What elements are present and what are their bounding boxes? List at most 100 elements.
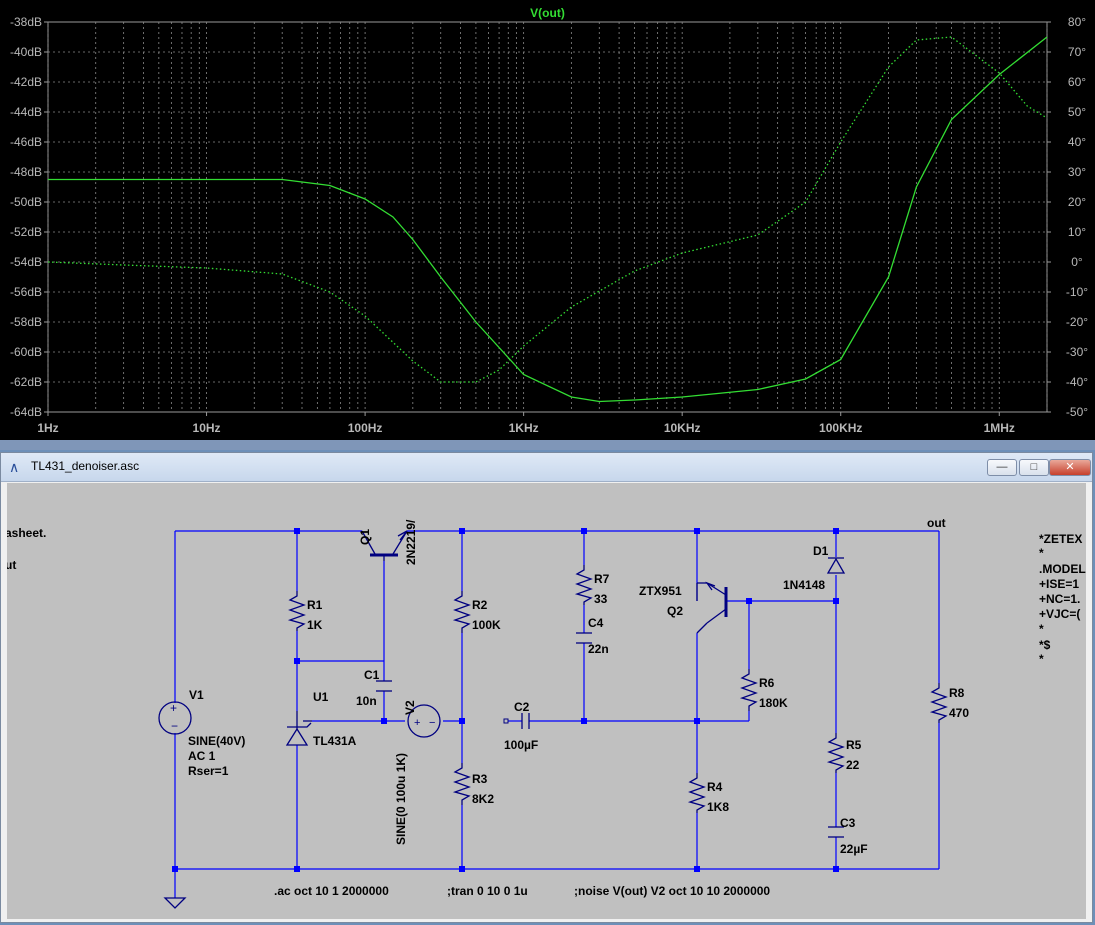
shunt-regulator-u1[interactable] xyxy=(285,711,312,746)
plot-frame xyxy=(47,21,1048,413)
left-axis-tick-label: -56dB xyxy=(10,285,42,299)
x-axis-tick-label: 1Hz xyxy=(37,421,58,435)
schematic-app-icon: ∧ xyxy=(9,459,20,475)
c3-value: 22µF xyxy=(840,842,868,856)
close-button[interactable]: ✕ xyxy=(1049,459,1091,476)
left-axis-tick-label: -46dB xyxy=(10,135,42,149)
left-axis-tick-label: -54dB xyxy=(10,255,42,269)
r3-label: R3 xyxy=(472,772,488,786)
voltage-source-v2[interactable]: + − xyxy=(407,704,441,738)
right-axis-tick-label: -30° xyxy=(1066,345,1088,359)
pane-divider[interactable] xyxy=(0,440,1095,450)
resistor-r7[interactable] xyxy=(574,565,593,605)
svg-text:+: + xyxy=(170,701,177,715)
right-axis-tick-label: 60° xyxy=(1068,75,1086,89)
x-axis-tick-label: 100KHz xyxy=(819,421,862,435)
r8-label: R8 xyxy=(949,686,965,700)
junctions xyxy=(172,528,839,872)
model-text-line-3: .MODEL xyxy=(1039,562,1086,576)
r6-label: R6 xyxy=(759,676,775,690)
diode-d1[interactable] xyxy=(826,557,846,574)
v1-value-1: SINE(40V) xyxy=(188,734,245,748)
model-text-line-2: * xyxy=(1039,546,1044,560)
r2-label: R2 xyxy=(472,598,488,612)
x-axis-tick-label: 10KHz xyxy=(664,421,701,435)
left-axis-tick-label: -38dB xyxy=(10,15,42,29)
right-axis-tick-label: 30° xyxy=(1068,165,1086,179)
left-axis-tick-label: -48dB xyxy=(10,165,42,179)
right-axis-tick-label: 80° xyxy=(1068,15,1086,29)
maximize-button[interactable]: □ xyxy=(1019,459,1049,476)
model-text-line-8: *$ xyxy=(1039,638,1051,652)
resistor-r5[interactable] xyxy=(826,733,845,773)
schematic-window[interactable]: ∧ TL431_denoiser.asc — □ ✕ xyxy=(0,452,1093,923)
u1-model: TL431A xyxy=(313,734,357,748)
right-axis-tick-label: 40° xyxy=(1068,135,1086,149)
c3-label: C3 xyxy=(840,816,856,830)
r5-value: 22 xyxy=(846,758,860,772)
waveform-plot[interactable]: -38dB-40dB-42dB-44dB-46dB-48dB-50dB-52dB… xyxy=(0,0,1095,440)
left-axis-tick-label: -40dB xyxy=(10,45,42,59)
left-axis-tick-label: -44dB xyxy=(10,105,42,119)
resistor-r2[interactable] xyxy=(452,591,471,633)
ground-icon[interactable] xyxy=(163,897,187,909)
trace-label: V(out) xyxy=(530,6,565,20)
minimize-button[interactable]: — xyxy=(987,459,1017,476)
spice-directive-ac[interactable]: .ac oct 10 1 2000000 xyxy=(274,884,389,898)
window-title: TL431_denoiser.asc xyxy=(31,459,140,473)
r1-label: R1 xyxy=(307,598,323,612)
right-axis-tick-label: 50° xyxy=(1068,105,1086,119)
q1-model: 2N2219/ xyxy=(404,519,418,565)
capacitor-c1[interactable] xyxy=(376,680,392,692)
v2-value: SINE(0 100u 1K) xyxy=(394,753,408,845)
r1-value: 1K xyxy=(307,618,323,632)
schematic-titlebar[interactable]: ∧ TL431_denoiser.asc — □ ✕ xyxy=(1,453,1092,482)
c2-value: 100µF xyxy=(504,738,538,752)
model-text-line-4: +ISE=1 xyxy=(1039,577,1079,591)
resistor-r8[interactable] xyxy=(929,683,948,723)
model-text-line-5: +NC=1. xyxy=(1039,592,1080,606)
schematic-canvas[interactable]: + − + − xyxy=(7,483,1086,919)
d1-model: 1N4148 xyxy=(783,578,825,592)
capacitor-c4[interactable] xyxy=(576,632,592,644)
v1-value-2: AC 1 xyxy=(188,749,216,763)
left-axis-tick-label: -50dB xyxy=(10,195,42,209)
wires xyxy=(174,530,940,898)
r8-value: 470 xyxy=(949,706,969,720)
r6-value: 180K xyxy=(759,696,788,710)
schematic-drawing[interactable]: + − + − xyxy=(7,483,1086,919)
voltage-source-v1[interactable]: + − xyxy=(158,701,192,735)
resistor-r6[interactable] xyxy=(739,669,758,711)
right-axis-tick-label: 0° xyxy=(1071,255,1083,269)
transistor-q1[interactable] xyxy=(361,530,408,561)
model-text-line-9: * xyxy=(1039,652,1044,666)
right-axis-tick-label: -10° xyxy=(1066,285,1088,299)
u1-label: U1 xyxy=(313,690,329,704)
x-axis-tick-label: 1MHz xyxy=(984,421,1015,435)
right-axis-tick-label: 10° xyxy=(1068,225,1086,239)
q1-label: Q1 xyxy=(358,529,372,545)
capacitor-c2[interactable] xyxy=(503,713,530,729)
x-axis-tick-label: 100Hz xyxy=(348,421,383,435)
resistor-r1[interactable] xyxy=(287,591,306,631)
svg-text:−: − xyxy=(171,719,178,733)
spice-comment-noise[interactable]: ;noise V(out) V2 oct 10 10 2000000 xyxy=(574,884,770,898)
r2-value: 100K xyxy=(472,618,501,632)
magnitude-trace xyxy=(48,36,1048,403)
r4-value: 1K8 xyxy=(707,800,729,814)
r3-value: 8K2 xyxy=(472,792,494,806)
c4-label: C4 xyxy=(588,616,604,630)
r7-label: R7 xyxy=(594,572,610,586)
capacitor-c3[interactable] xyxy=(828,826,844,838)
transistor-q2[interactable] xyxy=(696,581,728,634)
resistor-r3[interactable] xyxy=(452,763,471,805)
resistor-r4[interactable] xyxy=(687,773,706,813)
c2-label: C2 xyxy=(514,700,530,714)
spice-comment-tran[interactable]: ;tran 0 10 0 1u xyxy=(447,884,528,898)
v2-label: V2 xyxy=(403,700,417,715)
svg-text:+: + xyxy=(414,717,420,729)
right-axis-tick-label: -50° xyxy=(1066,405,1088,419)
d1-label: D1 xyxy=(813,544,829,558)
waveform-plot-pane[interactable]: -38dB-40dB-42dB-44dB-46dB-48dB-50dB-52dB… xyxy=(0,0,1095,440)
q2-label: Q2 xyxy=(667,604,683,618)
